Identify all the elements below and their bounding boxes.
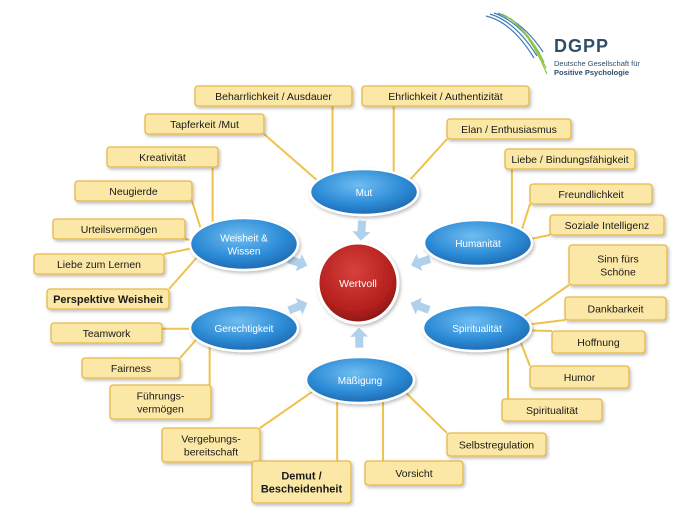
arrow-mut [352,220,371,241]
leaf-label: Vorsicht [395,468,432,480]
leaf-label: Tapferkeit /Mut [170,119,239,131]
leaf-label: bereitschaft [184,447,238,459]
leaf-label: Führungs- [137,391,185,403]
leaf-beharrlichkeit: Beharrlichkeit / Ausdauer [194,85,353,107]
leaf-label: Perspektive Weisheit [53,294,163,306]
leaf-label: Spiritualität [526,405,578,417]
leaf-elan: Elan / Enthusiasmus [446,118,572,140]
leaf-label: Urteilsvermögen [81,224,158,236]
category-maessigung: Mäßigung [304,355,416,405]
leaf-vorsicht: Vorsicht [364,460,464,486]
category-label: Gerechtigkeit [215,324,274,335]
leaf-soziale-intelligenz: Soziale Intelligenz [549,214,665,236]
leaf-ehrlichkeit: Ehrlichkeit / Authentizität [361,85,530,107]
leaf-perspektive: Perspektive Weisheit [46,288,170,310]
leaf-label: Demut / [281,471,321,483]
leaf-dankbarkeit: Dankbarkeit [564,296,667,321]
connector-perspektive [168,251,203,290]
category-label: Spiritualität [452,324,502,335]
leaf-label: Humor [564,372,596,384]
leaf-label: Bescheidenheit [261,484,343,496]
arrows [287,220,432,348]
category-label: Wissen [228,247,261,258]
leaf-label: Hoffnung [577,337,620,349]
category-label: Mut [356,188,373,199]
leaf-label: Liebe / Bindungsfähigkeit [511,154,628,166]
category-label: Humanität [455,239,501,250]
leaf-label: Schöne [600,267,636,279]
leaf-label: Elan / Enthusiasmus [461,124,557,136]
leaf-label: Liebe zum Lernen [57,259,141,271]
arrow-maessigung [350,327,369,348]
leaf-label: Soziale Intelligenz [565,220,650,232]
arrow-weisheit [287,254,308,272]
leaf-liebe-lernen: Liebe zum Lernen [33,253,165,275]
logo-line2: Positive Psychologie [554,68,630,77]
category-mut: Mut [308,167,420,217]
center-circle [316,241,400,325]
leaf-hoffnung: Hoffnung [551,330,646,354]
category-spiritualitaet: Spiritualität [421,303,533,353]
leaf-label: Dankbarkeit [587,304,643,316]
category-label: Weisheit & [220,234,268,245]
leaf-label: Sinn fürs [597,254,638,266]
logo-line1: Deutsche Gesellschaft für [554,59,640,68]
leaf-teamwork: Teamwork [50,322,163,344]
leaf-spiritualitaet-leaf: Spiritualität [501,398,603,422]
leaf-urteilsvermoegen: Urteilsvermögen [52,218,186,240]
leaf-label: Ehrlichkeit / Authentizität [388,91,502,103]
leaf-selbstregulation: Selbstregulation [446,432,547,457]
leaf-neugierde: Neugierde [74,180,193,202]
leaf-label: Vergebungs- [181,434,241,446]
dgpp-wing-icon [485,12,548,75]
leaf-kreativitaet: Kreativität [106,146,219,168]
center-node: Wertvoll [316,241,400,325]
category-gerechtigkeit: Gerechtigkeit [188,303,300,353]
leaf-label: vermögen [137,404,184,416]
leaf-label: Beharrlichkeit / Ausdauer [215,91,332,103]
connector-elan [405,138,448,185]
leaf-label: Selbstregulation [459,440,534,452]
leaf-label: Kreativität [139,152,186,164]
category-label: Mäßigung [338,376,382,387]
connector-tapferkeit [263,133,323,186]
arrow-gerechtigkeit [287,297,308,315]
leaf-boxes: Beharrlichkeit / Ausdauer Ehrlichkeit / A… [33,85,668,504]
category-weisheit: Weisheit & Wissen [188,216,300,272]
leaf-label: Neugierde [109,186,158,198]
dgpp-logo: DGPP Deutsche Gesellschaft für Positive … [482,10,677,80]
leaf-vergebung: Vergebungs-bereitschaft [161,427,261,463]
leaf-humor: Humor [529,365,630,389]
connector-vergebung [259,386,319,429]
leaf-label: Freundlichkeit [558,189,623,201]
center-label: Wertvoll [339,278,377,290]
category-humanitaet: Humanität [422,218,534,268]
arrow-humanitaet [410,253,432,272]
leaf-demut: Demut /Bescheidenheit [251,460,352,504]
arrow-spiritualitaet [410,297,431,315]
leaf-tapferkeit: Tapferkeit /Mut [144,113,265,135]
leaf-fuehrung: Führungs-vermögen [109,384,212,420]
connector-selbstregulation [400,387,448,434]
connector-sinn_schoene [518,284,570,321]
leaf-label: Fairness [111,363,151,375]
leaf-freundlichkeit: Freundlichkeit [529,183,653,205]
leaf-liebe-bindung: Liebe / Bindungsfähigkeit [504,148,636,170]
leaf-label: Teamwork [83,328,132,340]
logo-name: DGPP [554,36,610,56]
leaf-fairness: Fairness [81,357,181,379]
